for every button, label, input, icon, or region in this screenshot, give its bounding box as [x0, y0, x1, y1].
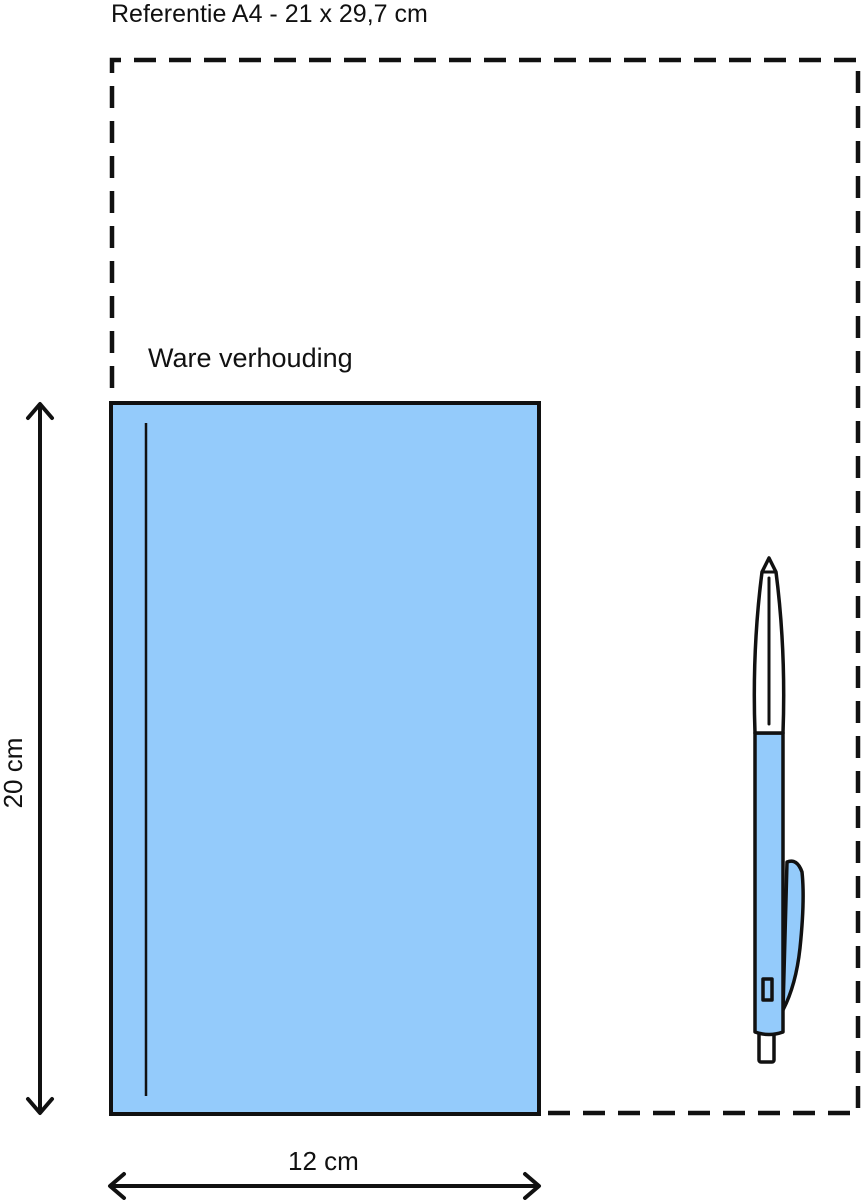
true-ratio-label: Ware verhouding: [148, 343, 353, 373]
pen-clip: [781, 859, 805, 1012]
pen-barrel: [753, 731, 785, 1037]
pen-icon: [752, 556, 805, 1064]
a4-reference-outline: [109, 57, 861, 1116]
height-dimension-text: 20 cm: [0, 737, 28, 809]
double-arrow-vertical-icon: [26, 402, 54, 1115]
notebook-icon: [109, 401, 541, 1116]
notebook-cover: [109, 401, 541, 1116]
double-arrow-horizontal-icon: [108, 1172, 541, 1200]
pen-clip-slot: [761, 977, 774, 1002]
width-dimension-label: 12 cm: [288, 1146, 359, 1176]
reference-a4-title: Referentie A4 - 21 x 29,7 cm: [111, 0, 428, 28]
height-dimension-label: 20 cm: [0, 737, 28, 809]
